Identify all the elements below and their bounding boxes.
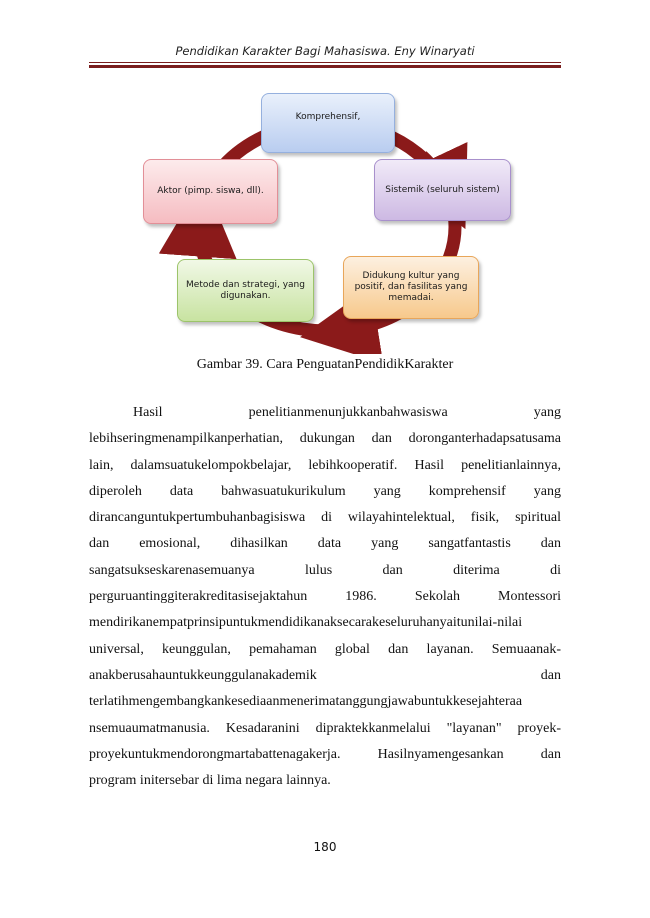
body-line: perguruantinggiterakreditasisejaktahun 1… [89, 589, 561, 605]
node-didukung-kultur: Didukung kultur yang positif, dan fasili… [343, 256, 479, 319]
body-line: lain, dalamsuatukelompokbelajar, lebihko… [89, 457, 561, 473]
header-rule-thick [89, 65, 561, 68]
body-line: dirancanguntukpertumbuhanbagisiswa di wi… [89, 510, 561, 526]
body-line: dan emosional, dihasilkan data yang sang… [89, 536, 561, 552]
cycle-diagram: Komprehensif, Sistemik (seluruh sistem) … [130, 84, 530, 354]
body-line: anakberusahauntukkeunggulanakademik dan [89, 667, 561, 683]
running-header: Pendidikan Karakter Bagi Mahasiswa. Eny … [175, 44, 475, 58]
cycle-arrowhead-bottom [300, 286, 384, 354]
node-komprehensif: Komprehensif, [261, 93, 395, 153]
body-line: diperoleh data bahwasuatukurikulum yang … [89, 483, 561, 499]
body-line: program initersebar di lima negara lainn… [89, 773, 331, 789]
body-line: sangatsukseskarenasemuanya lulus dan dit… [89, 562, 561, 578]
figure-caption: Gambar 39. Cara PenguatanPendidikKarakte… [196, 357, 454, 372]
body-paragraph: Hasil penelitianmenunjukkanbahwasiswa ya… [89, 400, 561, 794]
body-line: nsemuaumatmanusia. Kesadaranini diprakte… [89, 720, 561, 736]
node-metode-strategi: Metode dan strategi, yang digunakan. [177, 259, 314, 322]
page-number: 180 [313, 840, 337, 854]
body-line: proyekuntukmendorongmartabattenagakerja.… [89, 746, 561, 762]
cycle-arrowhead-left [158, 178, 237, 265]
node-sistemik: Sistemik (seluruh sistem) [374, 159, 511, 221]
body-line: mendirikanempatprinsipuntukmendidikanaks… [89, 615, 523, 631]
node-aktor: Aktor (pimp. siswa, dll). [143, 159, 278, 224]
body-line: universal, keunggulan, pemahaman global … [89, 641, 561, 657]
body-line: Hasil penelitianmenunjukkanbahwasiswa ya… [133, 405, 561, 420]
header-rule-thin [89, 62, 561, 63]
body-line: terlatihmengembangkankesediaanmenerimata… [89, 694, 523, 710]
body-line: lebihseringmenampilkanperhatian, dukunga… [89, 431, 561, 447]
